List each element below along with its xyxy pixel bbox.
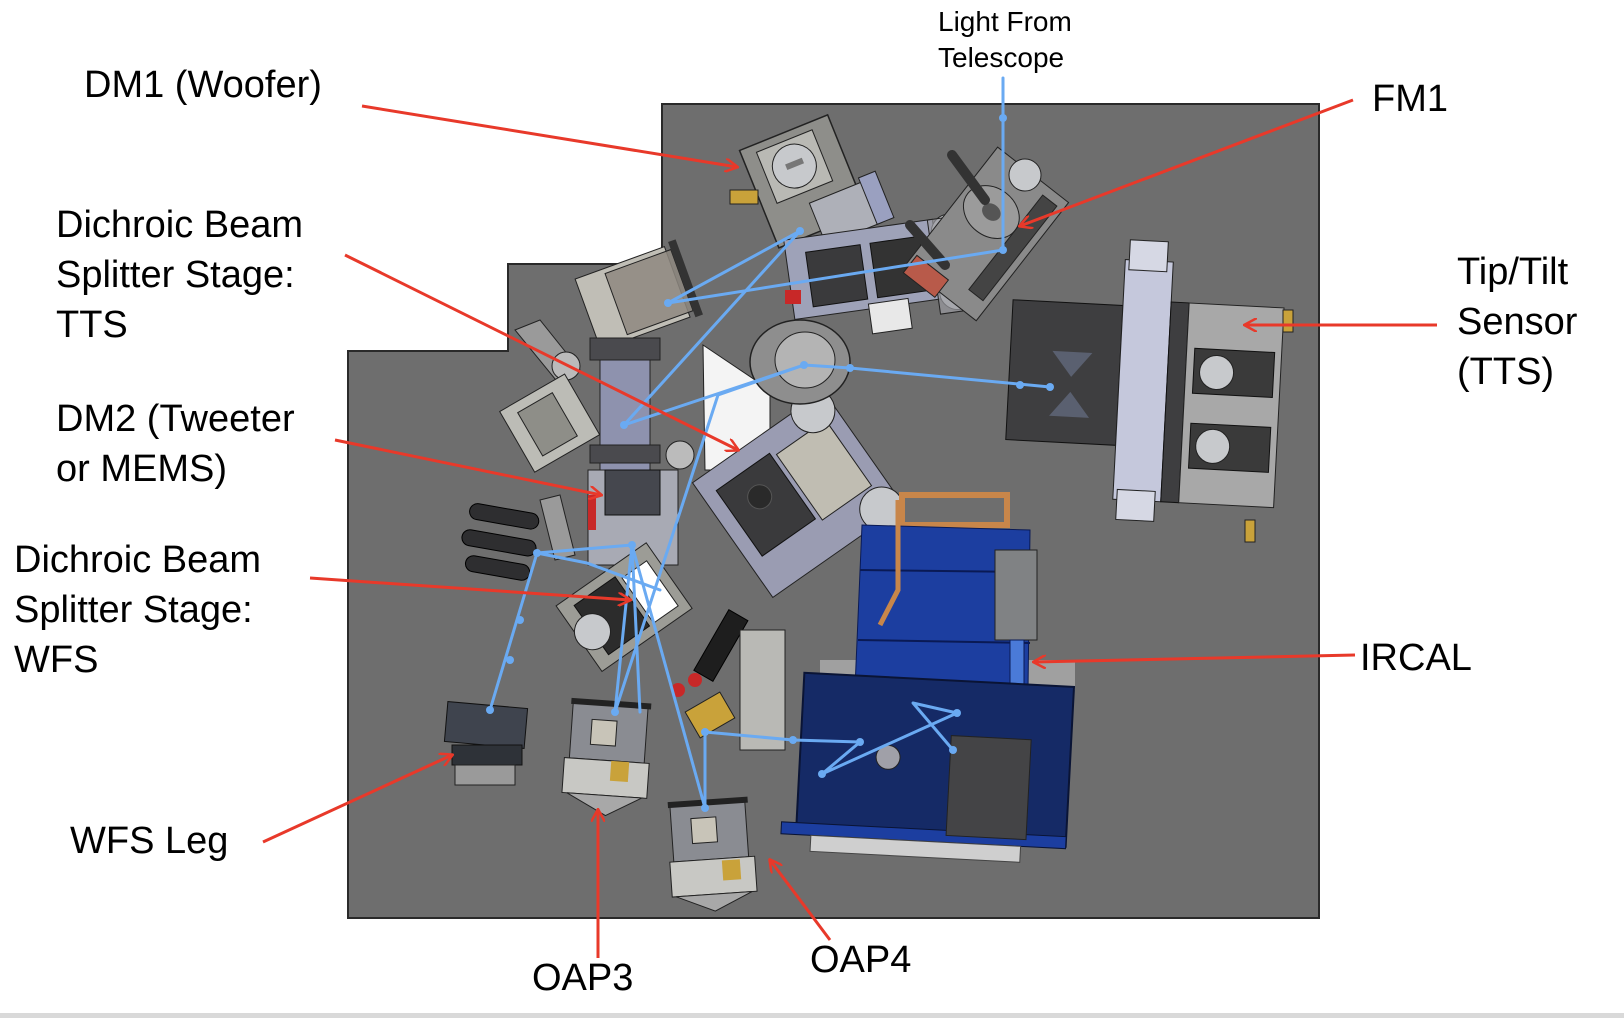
- red-connector: [588, 495, 596, 530]
- beam-nodes: [486, 114, 1054, 812]
- arrow-dichroic-wfs: [309, 576, 630, 600]
- callout-arrows: [262, 98, 1437, 958]
- beam-node: [506, 656, 514, 664]
- beam-node: [516, 616, 524, 624]
- center-right-mount: [691, 388, 905, 599]
- red-connector: [785, 290, 801, 304]
- beam-node: [999, 246, 1007, 254]
- fm1-knob: [1008, 158, 1042, 192]
- arrow-oap4: [770, 860, 832, 941]
- arrow-fm1: [1020, 98, 1354, 226]
- arrow-ircal: [1034, 653, 1356, 662]
- beam-node: [846, 364, 854, 372]
- tts-assembly: [1005, 239, 1285, 522]
- wfs-tube-cluster: [461, 503, 540, 581]
- beam-node: [611, 708, 619, 716]
- copper-line: [877, 500, 901, 627]
- label-dm2: DM2 (Tweeter or MEMS): [56, 398, 295, 490]
- arrow-dm1: [361, 104, 737, 167]
- beam-node: [664, 299, 672, 307]
- label-oap4: OAP4: [810, 939, 912, 981]
- red-knob: [688, 673, 702, 687]
- micrometer: [947, 150, 990, 205]
- arrow-dm2: [334, 438, 601, 495]
- label-dm1: DM1 (Woofer): [84, 64, 322, 106]
- beam-node: [796, 227, 804, 235]
- beam-segment: [630, 543, 642, 714]
- dm2-tower-clamp: [589, 444, 661, 464]
- beam-node: [949, 746, 957, 754]
- beam-node: [701, 804, 709, 812]
- beam-node: [620, 421, 628, 429]
- lever-arm: [539, 494, 576, 561]
- beam-node: [628, 541, 636, 549]
- beam-path: [488, 76, 1052, 810]
- beam-segment: [535, 543, 662, 592]
- beam-node: [789, 736, 797, 744]
- beam-node: [818, 770, 826, 778]
- brass-clamp: [1282, 309, 1294, 333]
- beam-node: [953, 709, 961, 717]
- ircal-side-box: [994, 549, 1038, 641]
- brass-clamp: [1244, 519, 1256, 543]
- ircal-seam: [857, 639, 1031, 644]
- left-gray-mount: [499, 373, 601, 473]
- ircal-side-rod: [1009, 639, 1025, 686]
- tower-knob: [665, 440, 695, 470]
- bottom-divider: [0, 1013, 1624, 1018]
- oap4-mount: [667, 796, 758, 912]
- beam-segment: [488, 551, 539, 712]
- wfs-leg-electronics: [454, 764, 516, 786]
- wfs-leg-lower: [451, 744, 523, 766]
- black-bracket: [693, 609, 749, 682]
- beam-node: [1046, 383, 1054, 391]
- micrometer: [905, 220, 950, 270]
- ring-mount-bore: [774, 331, 836, 389]
- label-tip-tilt-sensor: Tip/Tilt Sensor (TTS): [1457, 251, 1578, 393]
- brass-fold-mount: [684, 691, 736, 739]
- beam-node: [701, 728, 709, 736]
- wfs-leg-body: [443, 701, 529, 749]
- label-dichroic-tts: Dichroic Beam Splitter Stage: TTS: [56, 204, 304, 346]
- label-wfs-leg: WFS Leg: [70, 820, 229, 862]
- beam-node: [800, 361, 808, 369]
- beam-node: [999, 114, 1007, 122]
- gray-slide-mount: [739, 629, 786, 751]
- label-light-from-telescope: Light From Telescope: [938, 6, 1072, 73]
- ircal-body: [780, 671, 1076, 863]
- dm1-mount: [738, 113, 895, 249]
- dm2-head: [604, 469, 661, 516]
- beam-node: [856, 738, 864, 746]
- beam-segment: [703, 701, 959, 810]
- ircal-handle: [899, 492, 1010, 528]
- arrow-dichroic-tts: [344, 253, 738, 450]
- label-ircal: IRCAL: [1360, 637, 1472, 679]
- beam-node: [486, 706, 494, 714]
- dm2-tower-clamp: [589, 337, 661, 361]
- beam-segment: [622, 76, 1052, 427]
- oap3-mount: [561, 697, 652, 817]
- beam-node: [1016, 381, 1024, 389]
- label-oap3: OAP3: [532, 957, 634, 999]
- dm2-tower: [599, 339, 651, 491]
- label-dichroic-wfs: Dichroic Beam Splitter Stage: WFS: [14, 539, 262, 681]
- arrow-wfs-leg: [262, 755, 452, 844]
- brass-clamp: [729, 189, 759, 205]
- label-fm1: FM1: [1372, 78, 1448, 120]
- beam-node: [533, 549, 541, 557]
